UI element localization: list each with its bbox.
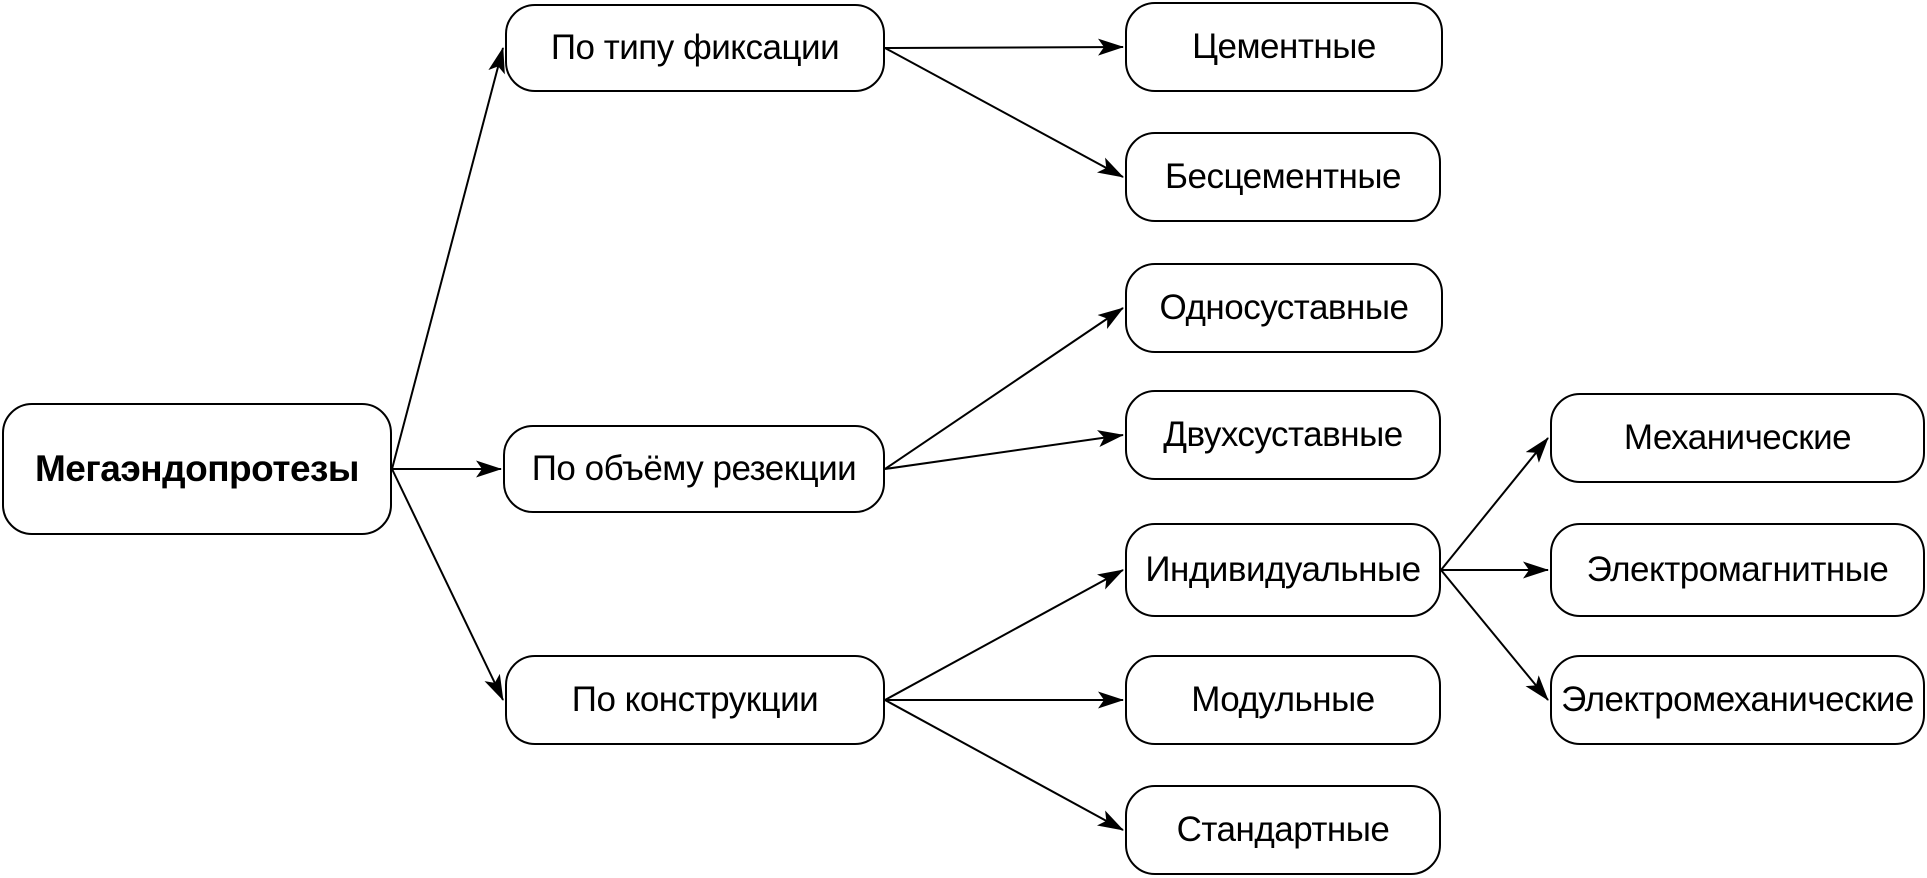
node-label: Электромеханические [1561,680,1914,719]
node-label: Цементные [1192,27,1376,66]
node-label: По типу фиксации [550,28,840,67]
node-standartnye: Стандартные [1125,785,1441,875]
node-po-obyomu-rezekcii: По объёму резекции [503,425,885,513]
node-dvuhsustavnye: Двухсуставные [1125,390,1441,480]
node-label: Модульные [1191,680,1375,719]
node-label: Электромагнитные [1586,550,1889,589]
edge-po-tipu-fiksacii-to-cementnye [884,38,1124,56]
edge-individualnye-to-mehanicheskie [1440,437,1549,571]
node-modulnye: Модульные [1125,655,1441,745]
node-label: Односуставные [1159,288,1409,327]
node-po-konstrukcii: По конструкции [505,655,885,745]
node-megaendoprotezy: Мегаэндопротезы [2,403,392,535]
node-elektromehanicheskie: Электромеханические [1550,655,1925,745]
node-elektromagnitnye: Электромагнитные [1550,523,1925,617]
node-label: Механические [1623,418,1852,457]
edge-po-obyomu-rezekcii-to-odnosustavnye [884,307,1124,470]
edge-megaendoprotezy-to-po-tipu-fiksacii [391,47,505,470]
node-label: Стандартные [1176,810,1390,849]
node-bescementnye: Бесцементные [1125,132,1441,222]
node-mehanicheskie: Механические [1550,393,1925,483]
node-label: Мегаэндопротезы [34,448,360,489]
edge-po-konstrukcii-to-standartnye [884,699,1124,831]
node-label: По объёму резекции [531,449,857,488]
node-odnosustavnye: Односуставные [1125,263,1443,353]
node-label: Двухсуставные [1163,415,1403,454]
node-label: По конструкции [571,680,819,719]
edge-po-konstrukcii-to-individualnye [884,569,1124,701]
edge-individualnye-to-elektromehanicheskie [1440,569,1549,701]
node-po-tipu-fiksacii: По типу фиксации [505,4,885,92]
node-label: Индивидуальные [1145,550,1421,589]
edge-megaendoprotezy-to-po-konstrukcii [391,468,504,701]
node-individualnye: Индивидуальные [1125,523,1441,617]
edge-po-obyomu-rezekcii-to-dvuhsustavnye [884,430,1124,470]
edge-po-tipu-fiksacii-to-bescementnye [884,47,1124,178]
node-cementnye: Цементные [1125,2,1443,92]
node-label: Бесцементные [1165,157,1401,196]
